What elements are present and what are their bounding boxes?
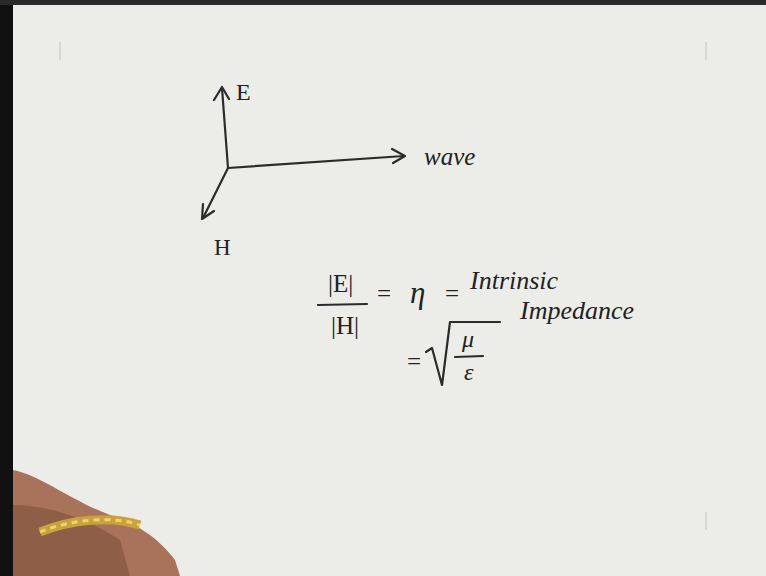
term-label: Intrinsic Impedance xyxy=(470,266,670,326)
e-axis xyxy=(222,88,228,168)
formula-symbol: wave xyxy=(424,143,475,171)
formula-symbol: = xyxy=(407,348,421,376)
fraction-bar xyxy=(318,304,367,305)
hand xyxy=(13,470,180,576)
formula-symbol: |E| xyxy=(328,270,353,298)
fraction-bar xyxy=(455,356,483,357)
formula-symbol: ε xyxy=(464,359,473,385)
edge-strip xyxy=(0,0,13,576)
formula-symbol: η xyxy=(410,276,425,310)
arrow-head xyxy=(202,204,214,219)
frame-mark xyxy=(60,42,706,530)
formula-symbol: μ xyxy=(462,326,474,352)
radical-sign xyxy=(426,322,500,385)
h-axis xyxy=(203,168,228,218)
wave-axis xyxy=(228,156,404,168)
formula-symbol: = xyxy=(377,280,391,308)
formula-symbol: = xyxy=(445,280,459,308)
formula-symbol: |H| xyxy=(331,312,359,340)
arrow-head xyxy=(214,87,229,100)
arrow-head xyxy=(392,149,405,163)
formula-symbol: H xyxy=(214,235,231,260)
formula-symbol: E xyxy=(236,79,251,105)
edge-strip xyxy=(0,0,766,5)
